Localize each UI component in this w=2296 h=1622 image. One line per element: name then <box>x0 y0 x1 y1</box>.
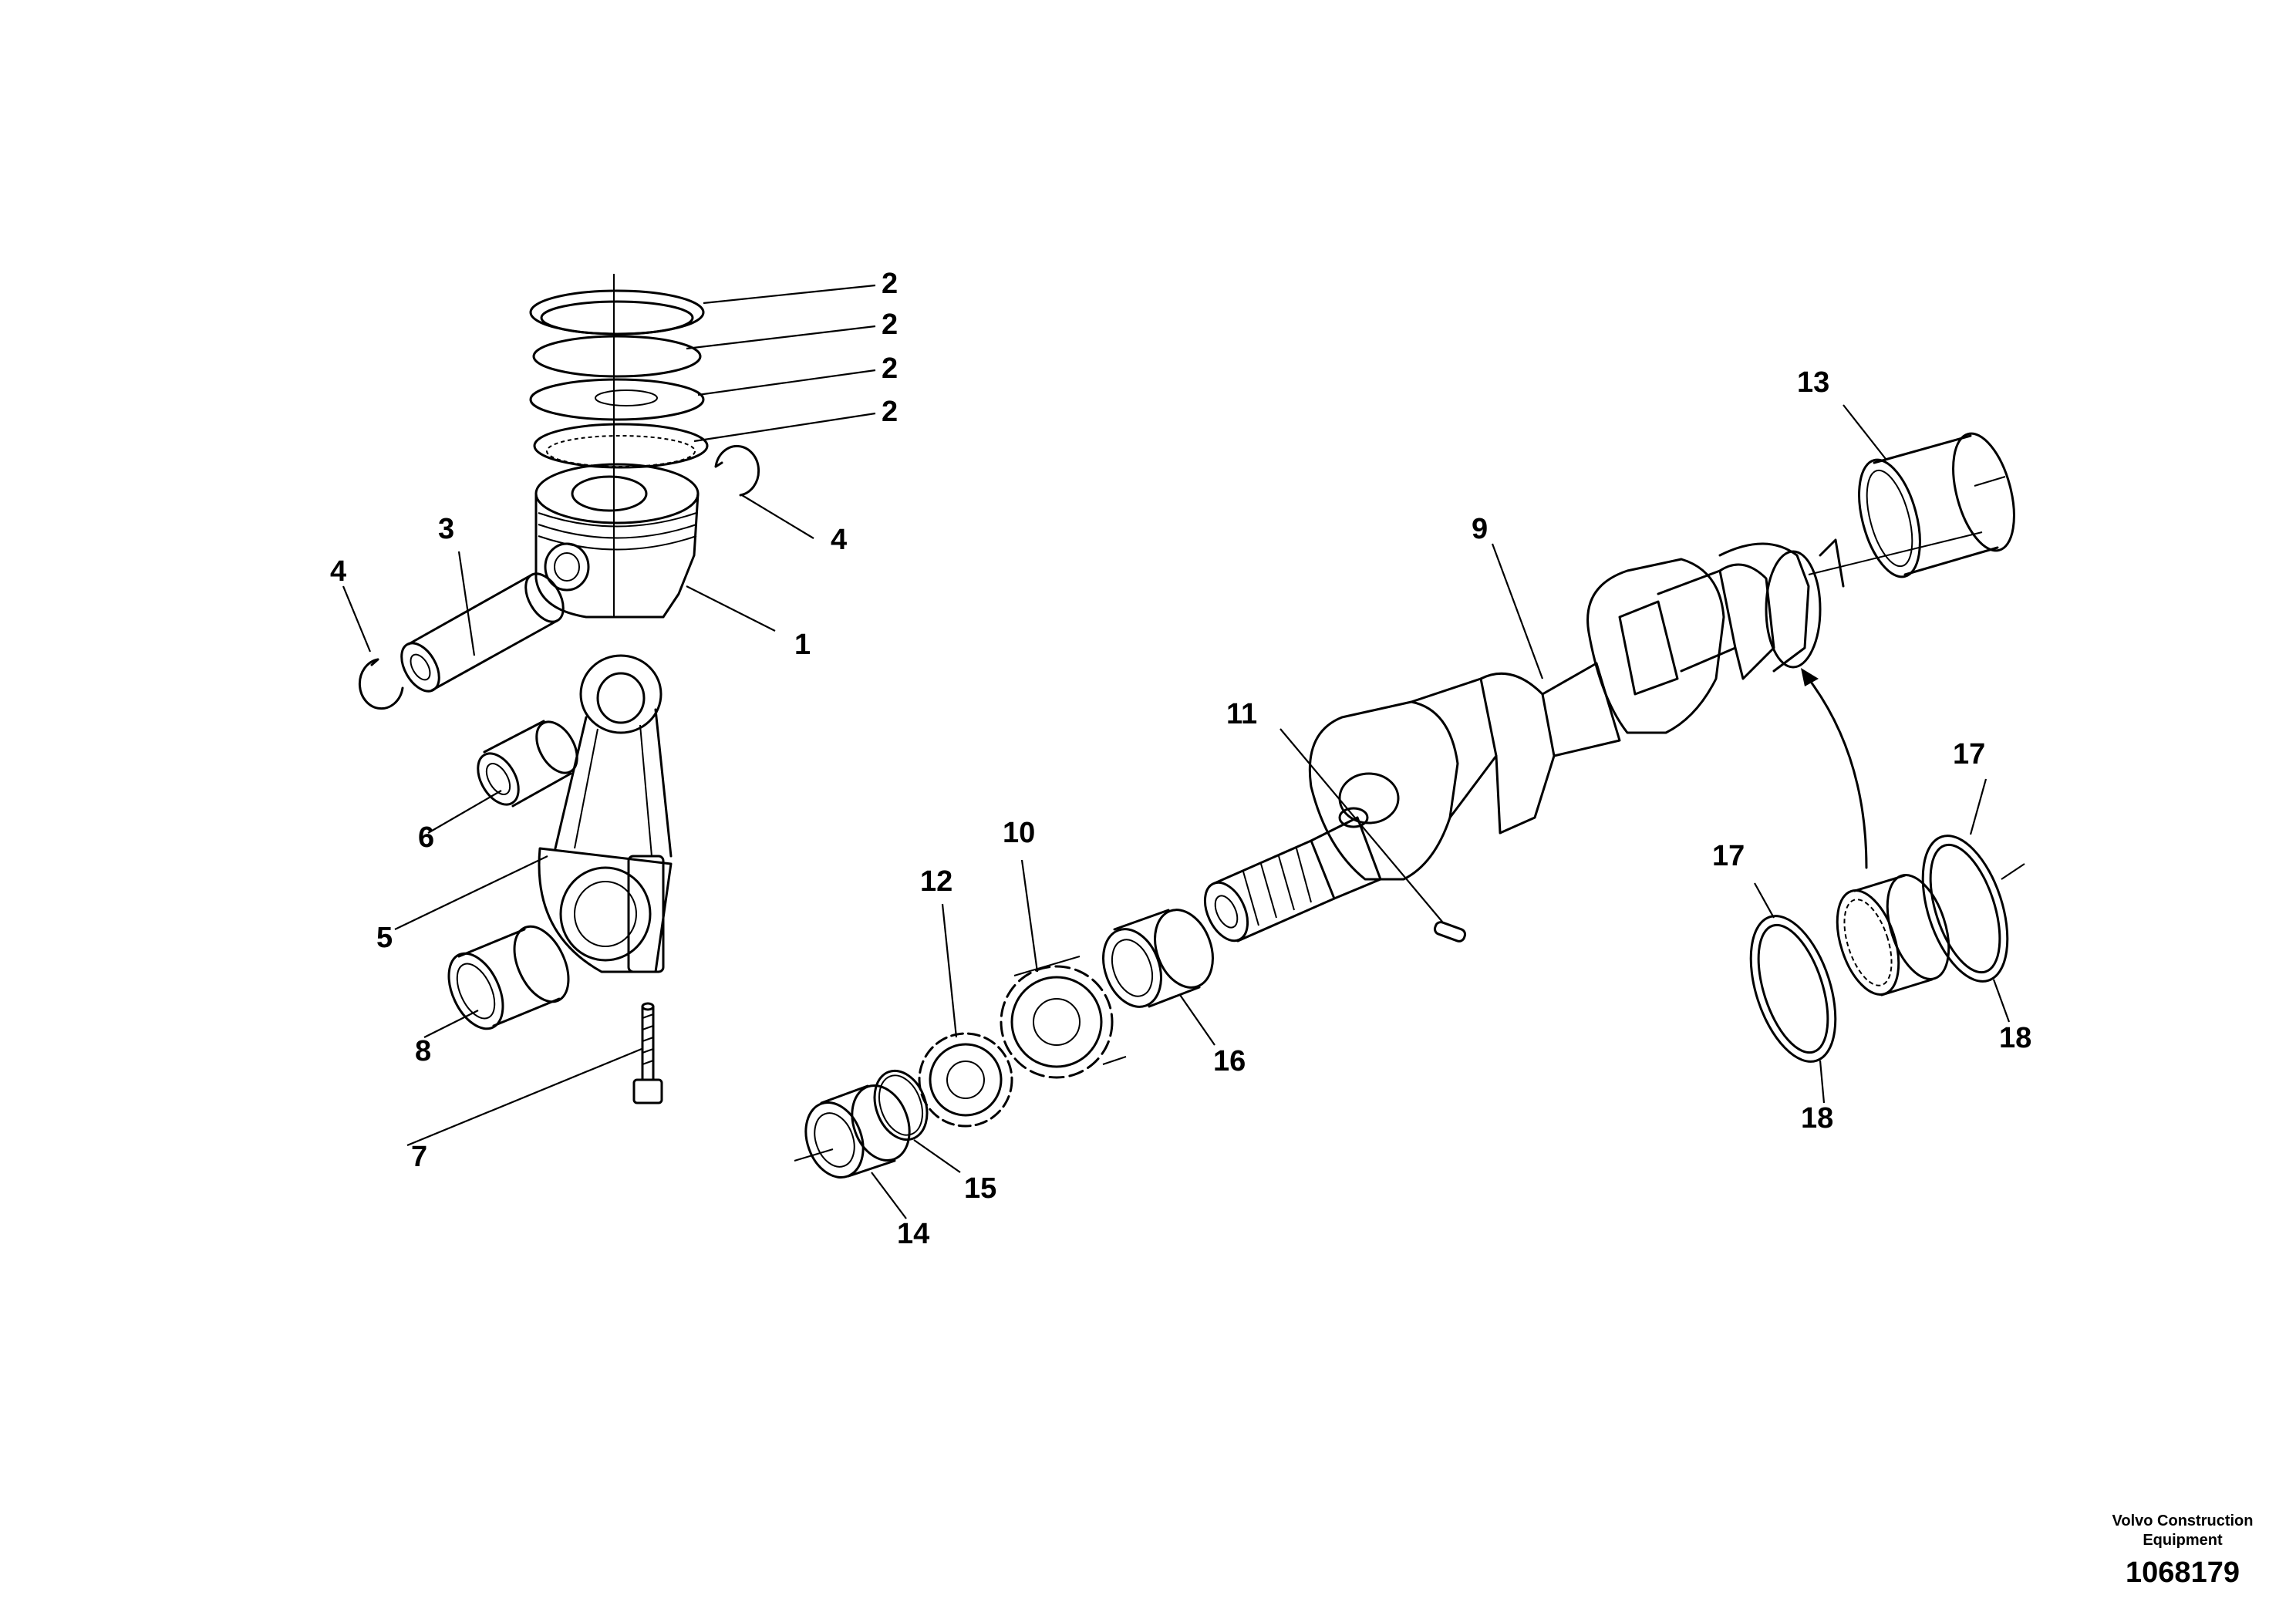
gear-10 <box>1000 956 1127 1079</box>
thrust-washer-right <box>1921 835 2025 983</box>
callout-2c: 2 <box>882 352 898 385</box>
callout-7: 7 <box>411 1141 427 1173</box>
callout-4a: 4 <box>330 555 346 588</box>
rod-bolt <box>632 1002 663 1104</box>
thrust-bearing-assembly <box>1836 874 1950 996</box>
callout-12: 12 <box>920 865 952 898</box>
callout-labels: 1 2 2 2 2 3 4 4 5 6 7 8 9 10 11 12 13 14… <box>330 268 2031 1250</box>
callout-15: 15 <box>964 1172 996 1205</box>
callout-10: 10 <box>1003 817 1035 849</box>
callout-4b: 4 <box>831 524 847 556</box>
piston-rings <box>529 274 709 617</box>
callout-3: 3 <box>438 513 454 545</box>
leader-lines <box>342 284 2011 1219</box>
callout-17a: 17 <box>1712 840 1745 872</box>
circlip-left <box>358 658 404 710</box>
rear-main-bearing <box>1808 432 2015 578</box>
callout-9: 9 <box>1472 513 1488 545</box>
big-end-bearing <box>447 925 570 1030</box>
callout-1: 1 <box>794 629 811 661</box>
callout-14: 14 <box>897 1218 929 1250</box>
callout-18a: 18 <box>1801 1102 1833 1135</box>
callout-6: 6 <box>418 821 434 854</box>
publisher-name: Volvo Construction Equipment <box>2112 1512 2254 1549</box>
drawing-number: 1068179 <box>2126 1556 2240 1589</box>
small-end-bushing <box>477 720 578 808</box>
circlip-right <box>714 444 760 497</box>
callout-8: 8 <box>415 1035 431 1067</box>
callout-16: 16 <box>1213 1045 1246 1077</box>
piston-pin <box>400 572 565 693</box>
callout-2b: 2 <box>882 309 898 341</box>
woodruff-key <box>1433 921 1467 943</box>
gear-12 <box>918 1032 1013 1128</box>
callout-11: 11 <box>1226 698 1257 730</box>
installation-arrow <box>1801 668 1868 869</box>
callout-5: 5 <box>376 922 393 954</box>
piston <box>534 463 700 619</box>
front-bearing-16 <box>1102 909 1214 1008</box>
crankshaft <box>1203 538 1845 943</box>
front-bushing-14 <box>794 1084 911 1179</box>
callout-17b: 17 <box>1953 738 1985 771</box>
callout-2d: 2 <box>882 396 898 428</box>
connecting-rod <box>538 654 673 973</box>
callout-13: 13 <box>1797 366 1829 399</box>
callout-2a: 2 <box>882 268 898 300</box>
thrust-washer-left <box>1749 915 1837 1063</box>
o-ring-15 <box>873 1069 929 1141</box>
callout-18b: 18 <box>1999 1022 2031 1054</box>
